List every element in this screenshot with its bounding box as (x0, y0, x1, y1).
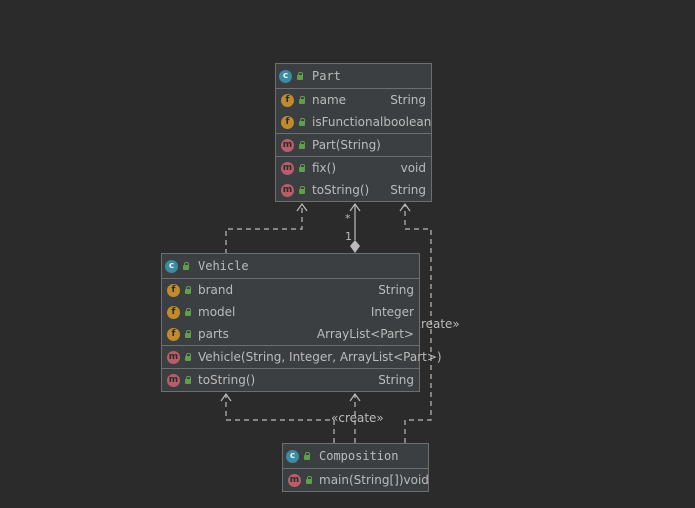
edge-composition-vehicle-left (225, 395, 335, 443)
class-icon: c (279, 69, 292, 83)
field-type: boolean (383, 115, 432, 129)
class-header: c Vehicle (162, 254, 419, 279)
public-visibility-icon (298, 186, 306, 194)
methods-section: m main(String[]) void (283, 469, 429, 491)
method-type: String (390, 183, 426, 197)
field-type: ArrayList<Part> (316, 327, 414, 341)
field-icon: f (281, 93, 294, 107)
field-type: Integer (370, 305, 414, 319)
public-visibility-icon (298, 164, 306, 172)
public-visibility-icon (298, 96, 306, 104)
field-row[interactable]: f name String (276, 89, 431, 111)
multiplicity-many: * (345, 212, 351, 225)
edge-composition-part-create (404, 205, 432, 443)
method-type: void (400, 161, 426, 175)
public-visibility-icon (305, 476, 313, 484)
method-type: String (378, 373, 414, 387)
methods-section: m fix() void m toString() String (276, 157, 431, 201)
method-icon: m (167, 350, 180, 364)
method-row[interactable]: m main(String[]) void (283, 469, 429, 491)
class-node-composition[interactable]: c Composition m main(String[]) void (282, 443, 429, 492)
method-name: toString() (312, 183, 370, 197)
constructors-section: m Part(String) (276, 134, 431, 157)
constructor-row[interactable]: m Part(String) (276, 134, 431, 156)
class-name: Vehicle (198, 259, 249, 273)
field-row[interactable]: f brand String (162, 279, 419, 301)
method-name: toString() (198, 373, 256, 387)
public-visibility-icon (182, 262, 190, 270)
constructor-name: Part(String) (312, 138, 381, 152)
composition-diamond (350, 240, 360, 253)
field-icon: f (167, 283, 180, 297)
edge-vehicle-part (225, 205, 303, 254)
field-type: String (378, 283, 414, 297)
field-icon: f (167, 305, 180, 319)
class-header: c Part (276, 64, 431, 89)
class-node-part[interactable]: c Part f name String f isFunctional bool… (275, 63, 432, 202)
fields-section: f brand String f model Integer f parts A… (162, 279, 419, 346)
field-name: parts (198, 327, 229, 341)
arrowhead-composition-vehicle-left (220, 392, 232, 402)
field-icon: f (281, 115, 294, 129)
field-row[interactable]: f parts ArrayList<Part> (162, 323, 419, 345)
field-name: model (198, 305, 236, 319)
class-name: Composition (319, 449, 399, 463)
arrowhead-vehicle-part (296, 202, 308, 212)
create-label-part: «create» (407, 317, 460, 331)
methods-section: m toString() String (162, 369, 419, 391)
field-row[interactable]: f model Integer (162, 301, 419, 323)
class-icon: c (286, 449, 299, 463)
public-visibility-icon (184, 286, 192, 294)
arrowhead-composition-part (399, 202, 411, 212)
public-visibility-icon (184, 308, 192, 316)
field-name: brand (198, 283, 234, 297)
field-row[interactable]: f isFunctional boolean (276, 111, 431, 133)
fields-section: f name String f isFunctional boolean (276, 89, 431, 134)
method-icon: m (167, 373, 180, 387)
public-visibility-icon (184, 376, 192, 384)
public-visibility-icon (298, 118, 306, 126)
method-row[interactable]: m toString() String (276, 179, 431, 201)
field-name: isFunctional (312, 115, 384, 129)
method-row[interactable]: m toString() String (162, 369, 419, 391)
arrowhead-composition-parts (349, 202, 361, 212)
field-type: String (390, 93, 426, 107)
create-label-vehicle: «create» (331, 411, 384, 425)
multiplicity-one: 1 (345, 230, 352, 243)
public-visibility-icon (184, 330, 192, 338)
method-row[interactable]: m fix() void (276, 157, 431, 179)
field-icon: f (167, 327, 180, 341)
method-icon: m (288, 473, 301, 487)
field-name: name (312, 93, 347, 107)
class-name: Part (312, 69, 341, 83)
public-visibility-icon (296, 72, 304, 80)
method-icon: m (281, 138, 294, 152)
method-type: void (403, 473, 429, 487)
method-icon: m (281, 161, 294, 175)
constructor-row[interactable]: m Vehicle(String, Integer, ArrayList<Par… (162, 346, 442, 368)
constructors-section: m Vehicle(String, Integer, ArrayList<Par… (162, 346, 442, 369)
class-icon: c (165, 259, 178, 273)
constructor-name: Vehicle(String, Integer, ArrayList<Part>… (198, 350, 442, 364)
method-icon: m (281, 183, 294, 197)
arrowhead-composition-vehicle (349, 392, 361, 402)
method-name: fix() (312, 161, 337, 175)
class-node-vehicle[interactable]: c Vehicle f brand String f model Integer… (161, 253, 442, 392)
public-visibility-icon (303, 452, 311, 460)
public-visibility-icon (184, 353, 192, 361)
class-header: c Composition (283, 444, 428, 469)
method-name: main(String[]) (319, 473, 404, 487)
public-visibility-icon (298, 141, 306, 149)
